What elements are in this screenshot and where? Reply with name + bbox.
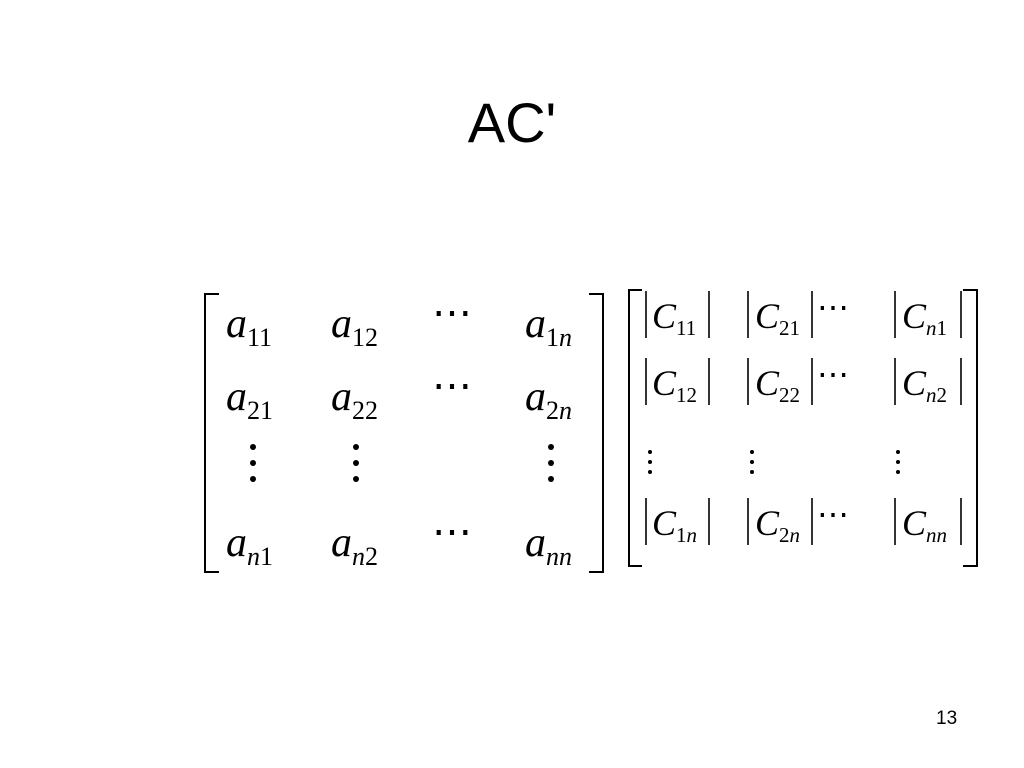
matrix-a-entry-letter: a (331, 520, 352, 566)
matrix-a-left-bracket (204, 293, 219, 573)
matrix-a-entry-subscript: n (559, 323, 572, 352)
matrix-c-ellipsis: ⋯ (817, 356, 849, 392)
matrix-c-entry: C1n (652, 503, 697, 547)
matrix-a-entry-subscript: 22 (352, 396, 378, 425)
matrix-c-vdots (896, 470, 900, 474)
matrix-c-vdots (750, 470, 754, 474)
matrix-c-entry-subscript: 2 (779, 523, 790, 547)
matrix-c-entry: C21 (755, 296, 800, 340)
matrix-a-vdots (548, 476, 554, 482)
matrix-a-vdots (250, 460, 256, 466)
matrix-a-entry: a1n (525, 301, 572, 352)
matrix-a-entry: a22 (331, 374, 378, 425)
matrix-a-entry: a11 (226, 301, 272, 352)
matrix-c-entry-subscript: n (926, 383, 937, 407)
matrix-a-entry: a12 (331, 301, 378, 352)
matrix-c-entry-subscript: 1 (676, 523, 687, 547)
matrix-a-entry-subscript: 11 (247, 323, 272, 352)
matrix-c-entry-subscript: 21 (779, 316, 800, 340)
matrix-a-entry: a2n (525, 374, 572, 425)
matrix-a-entry-subscript: 1 (546, 323, 559, 352)
matrix-a-entry-subscript: n (247, 542, 260, 571)
matrix-c-entry: C22 (755, 363, 800, 407)
matrix-a-vdots (250, 476, 256, 482)
matrix-a-ellipsis: ⋯ (432, 363, 472, 408)
matrix-a-entry-subscript: 2 (365, 542, 378, 571)
matrix-c-entry-letter: C (902, 296, 927, 336)
matrix-c-entry: Cnn (902, 503, 947, 547)
matrix-c-left-bracket (628, 289, 642, 567)
matrix-c-entry-letter: C (755, 296, 780, 336)
matrix-c-vdots (896, 450, 900, 454)
matrix-c-ellipsis: ⋯ (817, 289, 849, 325)
matrix-c-entry-subscript: n (687, 523, 698, 547)
matrix-c-entry-letter: C (755, 503, 780, 543)
slide-title: AC' (467, 91, 557, 154)
matrix-c-entry-subscript: 11 (676, 316, 696, 340)
matrix-c-entry-letter: C (755, 363, 780, 403)
page-number: 13 (936, 708, 958, 729)
matrix-c-entry: Cn2 (902, 363, 947, 407)
matrix-c-entry-subscript: 12 (676, 383, 697, 407)
matrix-c-entry-subscript: 2 (937, 383, 948, 407)
matrix-c-entry-letter: C (902, 363, 927, 403)
matrix-a-entry-subscript: n (559, 396, 572, 425)
matrix-c-entry: C11 (652, 296, 696, 340)
matrix-a-entry-subscript: n (352, 542, 365, 571)
matrix-a-vdots (548, 444, 554, 450)
matrix-c-entry: Cn1 (902, 296, 947, 340)
matrix-c-entry-letter: C (652, 503, 677, 543)
matrix-a-entry-letter: a (525, 520, 546, 566)
matrix-a-entry-letter: a (226, 374, 247, 420)
matrix-a-entry-subscript: nn (546, 542, 572, 571)
matrix-a-entry-subscript: 2 (546, 396, 559, 425)
matrix-c-entry-letter: C (652, 363, 677, 403)
matrix-a-ellipsis: ⋯ (432, 509, 472, 554)
matrix-a-vdots (548, 460, 554, 466)
matrix-c-vdots (648, 460, 652, 464)
matrix-c-vdots (750, 450, 754, 454)
matrix-c-vdots (648, 450, 652, 454)
matrix-c-vdots (750, 460, 754, 464)
matrix-a-entry-subscript: 1 (260, 542, 273, 571)
matrix-c-ellipsis: ⋯ (817, 496, 849, 532)
matrix-a-vdots (353, 476, 359, 482)
matrix-c-brackets (628, 289, 978, 567)
matrix-a-entry-letter: a (226, 520, 247, 566)
matrix-a-entry-subscript: 21 (247, 396, 273, 425)
matrix-a-entry: an2 (331, 520, 378, 571)
matrix-c-entry-subscript: 1 (937, 316, 948, 340)
matrix-a-vdots (250, 444, 256, 450)
matrix-a-ellipsis: ⋯ (432, 290, 472, 335)
matrix-a-entry-letter: a (331, 301, 352, 347)
matrix-c-vdots (896, 460, 900, 464)
matrix-a-entry-subscript: 12 (352, 323, 378, 352)
matrix-a-entry-letter: a (525, 374, 546, 420)
matrix-a-entry: ann (525, 520, 572, 571)
matrix-a-vdots (353, 460, 359, 466)
matrix-c-entry: C12 (652, 363, 697, 407)
matrix-c-right-bracket (963, 289, 978, 567)
matrix-c-entry-subscript: n (790, 523, 801, 547)
matrix-a-vdots (353, 444, 359, 450)
matrix-c-entry: C2n (755, 503, 800, 547)
matrix-c-entry-letter: C (902, 503, 927, 543)
matrix-a-entry-letter: a (226, 301, 247, 347)
matrix-a-entry: a21 (226, 374, 273, 425)
matrix-a-entry-letter: a (525, 301, 546, 347)
matrix-c-entry-subscript: n (926, 316, 937, 340)
matrix-c-vdots (648, 470, 652, 474)
matrix-a-right-bracket (589, 293, 604, 573)
matrix-a-entry-letter: a (331, 374, 352, 420)
matrix-a-entry: an1 (226, 520, 273, 571)
matrix-c-entry-letter: C (652, 296, 677, 336)
matrix-a-brackets (204, 293, 604, 573)
matrix-c-entry-subscript: 22 (779, 383, 800, 407)
matrix-c-entry-subscript: nn (926, 523, 947, 547)
